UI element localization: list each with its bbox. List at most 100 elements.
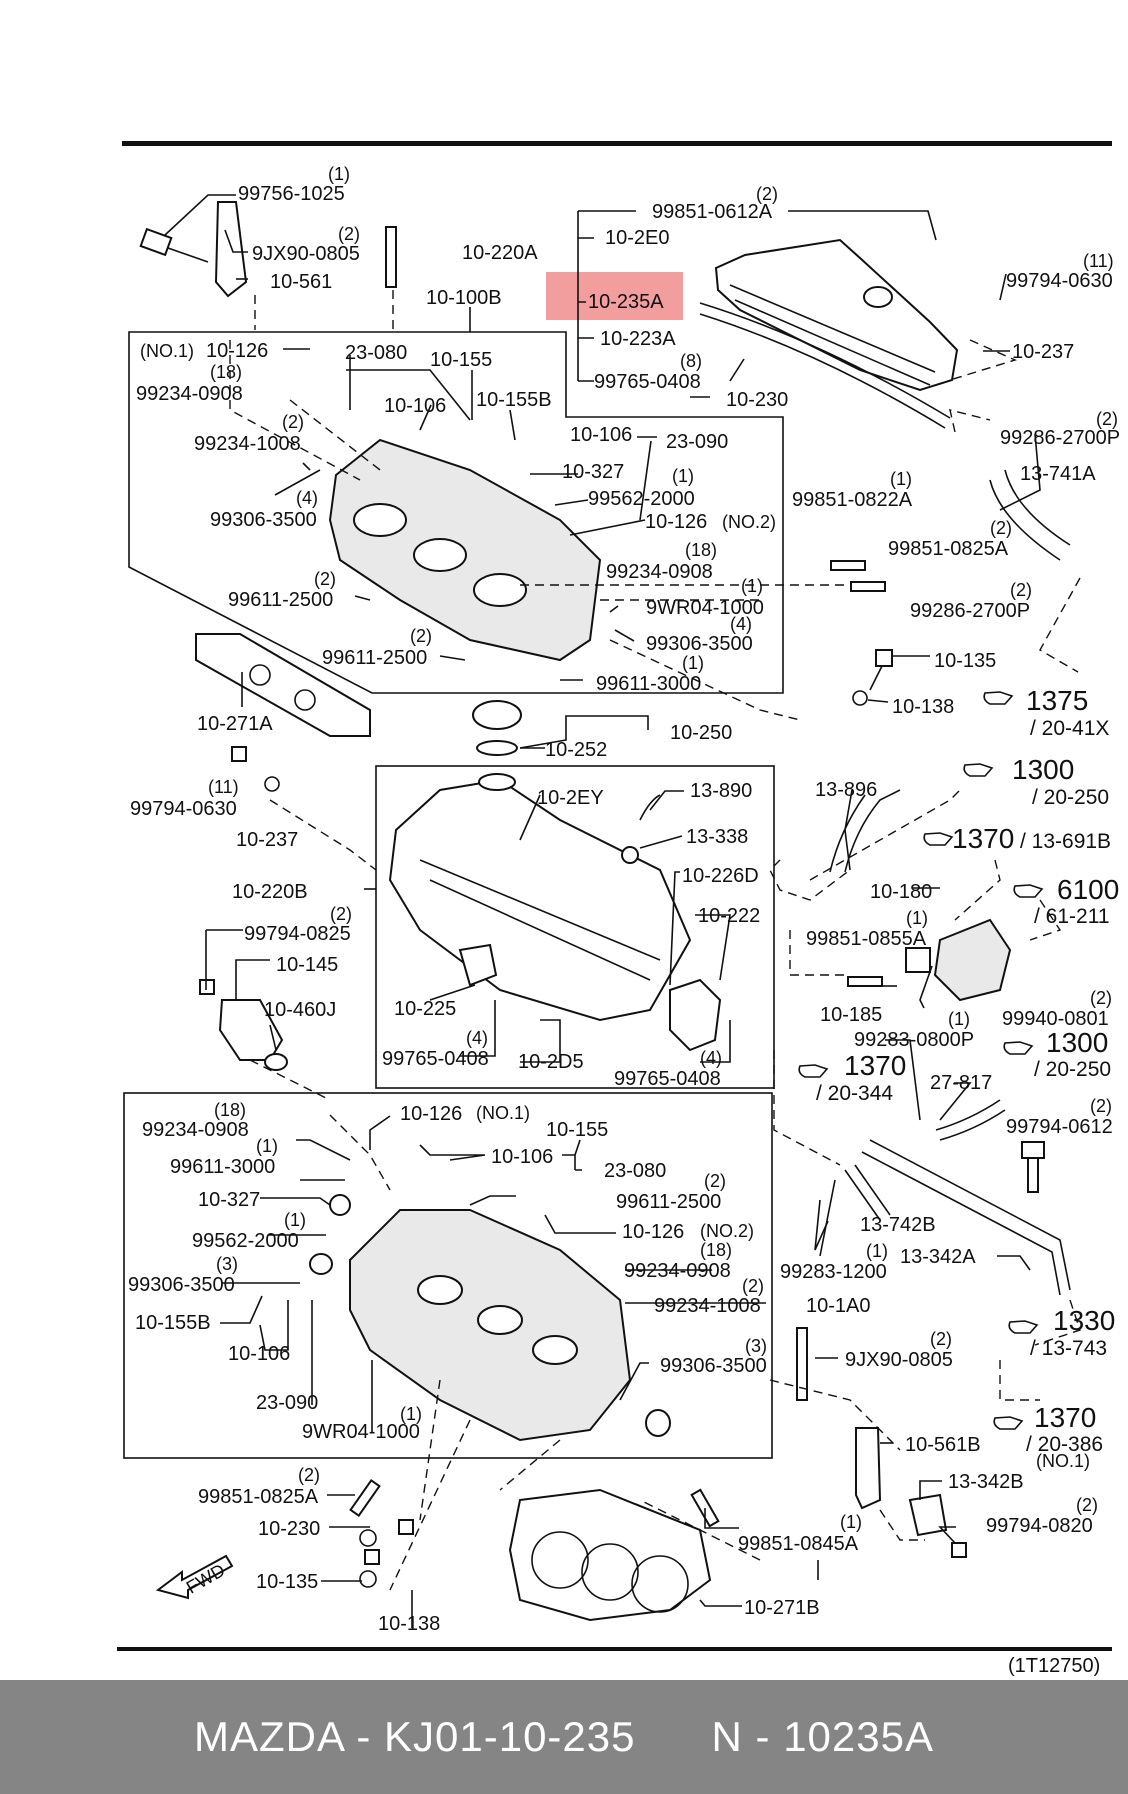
label-99562-2000: 99562-2000 xyxy=(588,488,695,510)
label-10-561B: 10-561B xyxy=(905,1434,981,1456)
fwd-arrow xyxy=(155,1554,234,1600)
label-99306-3500: 99306-3500 xyxy=(210,509,317,531)
label-99306-3500-c: 99306-3500 xyxy=(128,1274,235,1296)
qty-31: (1) xyxy=(682,653,704,673)
qty-27: (2) xyxy=(314,569,336,589)
ref-1375-sub: / 20-41X xyxy=(1030,717,1109,740)
qty-84: (3) xyxy=(745,1336,767,1356)
gasket-10-271A xyxy=(195,633,371,737)
qty-74: (NO.2) xyxy=(700,1221,754,1241)
label-99940-0801: 99940-0801 xyxy=(1002,1008,1109,1030)
label-99306-3500-d: 99306-3500 xyxy=(660,1355,767,1377)
qty-11: (8) xyxy=(680,351,702,371)
label-10-155: 10-155 xyxy=(430,349,492,371)
label-10-155-b: 10-155 xyxy=(546,1119,608,1141)
label-13-896: 13-896 xyxy=(815,779,877,801)
qty-28: (1) xyxy=(741,576,763,596)
label-10-220A: 10-220A xyxy=(462,242,538,264)
qty-16: (18) xyxy=(210,362,242,382)
qty-51: (2) xyxy=(330,904,352,924)
qty-81: (2) xyxy=(742,1276,764,1296)
highlight-box xyxy=(546,272,683,320)
label-99611-2500-c: 99611-2500 xyxy=(616,1191,721,1213)
qty-65: (NO.1) xyxy=(476,1103,530,1123)
ref-1330-sub: / 13-743 xyxy=(1030,1337,1107,1360)
label-10-106-b: 10-106 xyxy=(570,424,632,446)
qty-2: (2) xyxy=(338,224,360,244)
qty-73: (1) xyxy=(284,1210,306,1230)
dashed-connectors xyxy=(229,290,1081,1591)
qty-25: (NO.2) xyxy=(722,512,776,532)
label-10-126-d: 10-126 xyxy=(622,1221,684,1243)
ref-1370-b-sub: / 20-344 xyxy=(816,1082,893,1105)
top-rule xyxy=(122,141,1112,146)
middle-frame xyxy=(375,765,775,1089)
qty-77: (18) xyxy=(700,1240,732,1260)
qty-1: (1) xyxy=(328,164,350,184)
label-13-342A: 13-342A xyxy=(900,1246,976,1268)
label-99234-0908-d: 99234-0908 xyxy=(624,1260,731,1282)
label-99234-0908-b: 99234-0908 xyxy=(606,561,713,583)
label-10-327-b: 10-327 xyxy=(198,1189,260,1211)
leaders xyxy=(164,194,1041,1628)
label-10-106-d: 10-106 xyxy=(228,1343,290,1365)
label-10-138-b: 10-138 xyxy=(378,1613,440,1635)
label-10-220B: 10-220B xyxy=(232,881,308,903)
label-99851-0825A-b: 99851-0825A xyxy=(198,1486,319,1508)
label-9JX90-0805-b: 9JX90-0805 xyxy=(845,1349,953,1371)
label-23-080: 23-080 xyxy=(345,342,407,364)
cylinder-head-lower xyxy=(349,1209,632,1442)
label-99794-0630-b: 99794-0630 xyxy=(130,798,237,820)
qty-93: (1) xyxy=(840,1512,862,1532)
label-99765-0408: 99765-0408 xyxy=(594,371,701,393)
label-99611-2500: 99611-2500 xyxy=(228,589,333,611)
bracket-10-561 xyxy=(214,201,248,298)
qty-54: (1) xyxy=(906,908,928,928)
stud-9JX90 xyxy=(385,226,397,288)
label-99851-0845A: 99851-0845A xyxy=(738,1533,859,1555)
label-10-155B: 10-155B xyxy=(476,389,552,411)
label-99286-2700P-b: 99286-2700P xyxy=(910,600,1030,622)
label-99234-0908: 99234-0908 xyxy=(136,383,243,405)
qty-36: (2) xyxy=(1010,580,1032,600)
cover-10-222 xyxy=(669,978,722,1052)
label-23-090-b: 23-090 xyxy=(256,1392,318,1414)
bottom-rule xyxy=(117,1647,1112,1651)
ref-1300-b-sub: / 20-250 xyxy=(1034,1058,1111,1081)
ref-pointers xyxy=(798,691,1044,1430)
label-10-106-a: 10-106 xyxy=(384,395,446,417)
label-99611-3000-b: 99611-3000 xyxy=(170,1156,275,1178)
qty-68: (1) xyxy=(256,1136,278,1156)
ref-1370-c-sub: / 20-386 xyxy=(1026,1433,1103,1456)
qty-32: (2) xyxy=(1096,409,1118,429)
ref-1330: 1330 xyxy=(1053,1305,1115,1336)
label-99234-1008-b: 99234-1008 xyxy=(654,1295,761,1317)
seal-99306-lower xyxy=(309,1194,671,1437)
label-10-185: 10-185 xyxy=(820,1004,882,1026)
label-10-145: 10-145 xyxy=(276,954,338,976)
label-99286-2700P: 99286-2700P xyxy=(1000,427,1120,449)
pipe-13-742B xyxy=(844,1164,891,1221)
fwd-label: FWD xyxy=(183,1560,228,1598)
upper-frame xyxy=(128,331,784,694)
qty-8: (11) xyxy=(1083,251,1114,271)
bolt-upper-left xyxy=(139,227,209,263)
label-99611-3000: 99611-3000 xyxy=(596,673,701,695)
label-10-2D5: 10-2D5 xyxy=(518,1051,584,1073)
ref-1300: 1300 xyxy=(1012,754,1074,785)
label-99851-0822A: 99851-0822A xyxy=(792,489,913,511)
label-99306-3500-b: 99306-3500 xyxy=(646,633,753,655)
footer-part-number: KJ01-10-235 xyxy=(384,1713,636,1760)
label-10-126: 10-126 xyxy=(206,340,268,362)
ref-1370-c: 1370 xyxy=(1034,1402,1096,1433)
label-99756-1025: 99756-1025 xyxy=(238,183,345,205)
qty-85: (2) xyxy=(930,1329,952,1349)
label-10-126-no2: 10-126 xyxy=(645,511,707,533)
label-99765-0408-c: 99765-0408 xyxy=(614,1068,721,1090)
bolt-99794-0630-mid xyxy=(231,746,280,792)
label-13-342B: 13-342B xyxy=(948,1471,1024,1493)
qty-62: (1) xyxy=(948,1009,970,1029)
label-99851-0612A: 99851-0612A xyxy=(652,201,773,223)
qty-30: (2) xyxy=(410,626,432,646)
label-10-226D: 10-226D xyxy=(682,865,759,887)
